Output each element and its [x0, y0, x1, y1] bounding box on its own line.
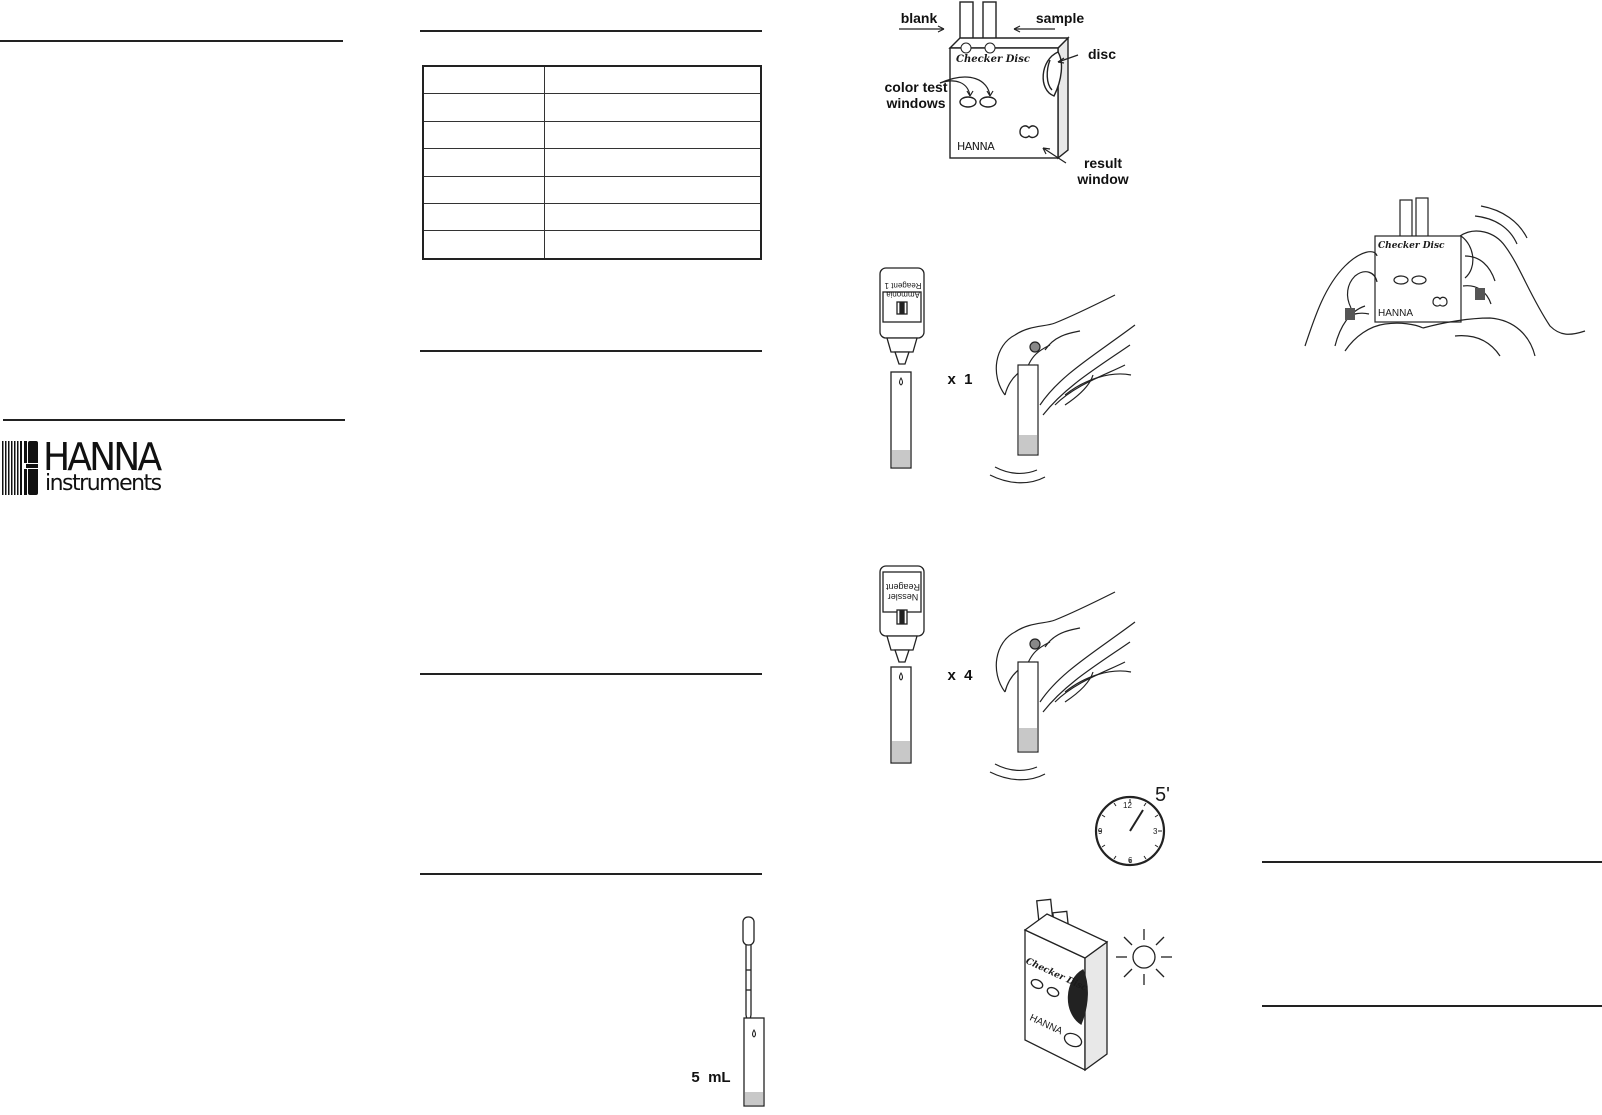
table-row — [422, 203, 762, 232]
diagram-arrows — [899, 25, 1079, 164]
table-cell — [422, 120, 545, 150]
timer-tick-9: 9 — [1098, 827, 1103, 836]
table-row — [422, 175, 762, 205]
divider-col2-1 — [420, 30, 762, 32]
table-row — [422, 148, 762, 177]
sample-label: sample — [1035, 10, 1085, 26]
table-cell — [422, 230, 545, 260]
reagent2-bottle-label: Nessler Reagent — [884, 582, 922, 602]
table-row — [422, 93, 762, 122]
table-row — [422, 65, 762, 95]
test-tube-5ml-icon — [743, 1017, 765, 1107]
hand-shaking-tube-1 — [989, 294, 1136, 484]
logo-wordmark: HANNA — [43, 435, 162, 479]
checker-disc-diagram — [948, 1, 1070, 160]
disc-label: disc — [1087, 46, 1116, 62]
timer-tick-6: 6 — [1128, 856, 1133, 865]
device-title: Checker Disc — [956, 54, 1030, 65]
timer-tick-12: 12 — [1123, 801, 1132, 810]
table-cell — [544, 230, 762, 260]
hands-holding-checker-disc — [1304, 197, 1586, 357]
result-window-label: result window — [1068, 155, 1138, 187]
barcode-mark-icon — [2, 441, 40, 495]
divider-col2-4 — [420, 873, 762, 875]
table-row — [422, 230, 762, 260]
color-test-line1: color test — [884, 79, 948, 95]
reagent2-line2: Reagent — [885, 582, 921, 592]
table-cell — [544, 93, 762, 122]
timer-label: 5' — [1155, 784, 1170, 806]
reagent1-drops: x 1 — [947, 371, 973, 388]
blank-label: blank — [900, 10, 938, 26]
reagent2-bottle-icon — [879, 565, 925, 663]
timer-clock-icon — [1094, 795, 1166, 867]
table-cell — [544, 120, 762, 150]
color-test-line2: windows — [886, 95, 946, 111]
result-line2: window — [1077, 171, 1129, 187]
table-cell — [422, 93, 545, 122]
specification-table — [422, 65, 762, 260]
color-test-label: color test windows — [876, 79, 956, 111]
table-cell — [422, 175, 545, 205]
divider-col2-3 — [420, 673, 762, 675]
reagent2-drops: x 4 — [947, 667, 973, 684]
test-tube-icon — [890, 666, 912, 764]
table-cell — [544, 148, 762, 177]
table-row — [422, 120, 762, 150]
reagent2-line1: Nessler — [887, 592, 919, 602]
reagent1-line2: Reagent 1 — [884, 281, 922, 290]
table-cell — [422, 65, 545, 95]
table-cell — [544, 65, 762, 95]
table-cell — [544, 175, 762, 205]
reagent1-bottle-label: Ammonia Reagent 1 — [884, 281, 922, 299]
result-line1: result — [1083, 155, 1123, 171]
divider-col4-2 — [1262, 1005, 1602, 1007]
divider-col4-1 — [1262, 861, 1602, 863]
test-tube-icon — [890, 371, 912, 469]
logo-subtitle: instruments — [45, 471, 162, 496]
volume-label: 5 mL — [691, 1069, 731, 1086]
table-cell — [422, 148, 545, 177]
reagent1-bottle-icon — [879, 267, 925, 365]
divider-top-left — [0, 40, 343, 42]
hold-device-brand: HANNA — [1378, 308, 1414, 319]
table-cell — [422, 203, 545, 232]
divider-col2-2 — [420, 350, 762, 352]
reagent1-line1: Ammonia — [886, 290, 920, 299]
hanna-logo: HANNA instruments — [2, 435, 192, 497]
device-brand: HANNA — [957, 140, 995, 153]
sun-icon — [1116, 929, 1172, 985]
table-cell — [544, 203, 762, 232]
checker-disc-tilted — [1023, 898, 1109, 1072]
divider-mid-left — [3, 419, 345, 421]
hold-device-title: Checker Disc — [1378, 241, 1445, 251]
hand-shaking-tube-2 — [989, 591, 1136, 781]
timer-tick-3: 3 — [1153, 827, 1158, 836]
